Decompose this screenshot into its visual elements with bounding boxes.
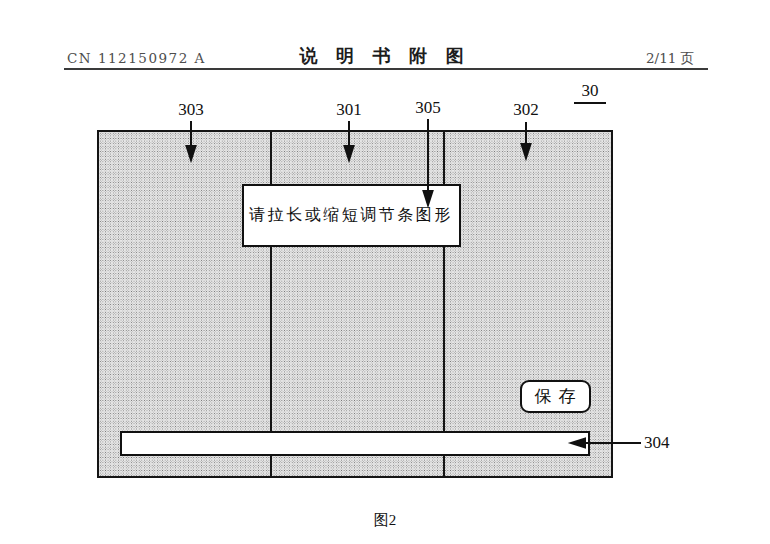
message-text: 请拉长或缩短调节条图形 — [249, 205, 453, 226]
label-302: 302 — [496, 100, 556, 120]
label-301: 301 — [319, 100, 379, 120]
label-303: 303 — [161, 100, 221, 120]
adjustment-bar — [120, 431, 590, 456]
ui-panel: 请拉长或缩短调节条图形 保存 — [97, 130, 613, 478]
figure-ref-30: 30 — [574, 81, 606, 104]
label-304: 304 — [644, 433, 670, 453]
figure-caption: 图2 — [0, 511, 770, 530]
message-box: 请拉长或缩短调节条图形 — [242, 184, 461, 247]
save-button-label: 保存 — [528, 385, 583, 408]
save-button: 保存 — [520, 380, 591, 413]
label-305: 305 — [398, 98, 458, 118]
header-rule — [64, 68, 708, 70]
page-indicator: 2/11 页 — [646, 50, 694, 68]
